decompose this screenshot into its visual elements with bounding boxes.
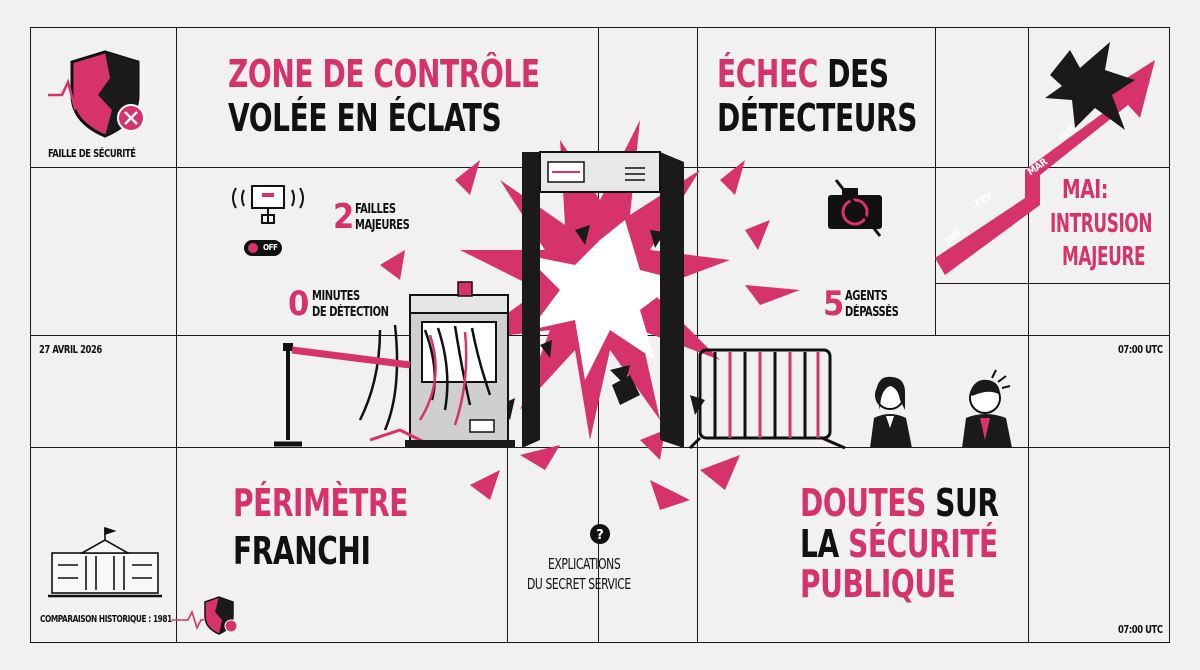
question-line-2: DU SECRET SERVICE — [527, 575, 631, 593]
agent-man-icon — [962, 369, 1012, 448]
stat-label-line-1: AGENTS — [845, 289, 888, 304]
explosion-white-core — [525, 220, 680, 380]
headline-4-line-3: PUBLIQUE — [800, 562, 956, 606]
stat-label-line-1: FAILLES — [355, 202, 396, 217]
alarm-off-icon — [232, 185, 304, 256]
camera-disabled-icon — [828, 179, 882, 237]
headline-4-pink-word-2: SÉCURITÉ — [848, 522, 998, 566]
white-house-icon — [48, 526, 162, 598]
grid-line — [507, 447, 509, 643]
timeline-result-line-3: MAJEURE — [1062, 242, 1146, 272]
headline-4-pink-word: DOUTES — [800, 481, 926, 525]
headline-2-line-1: ÉCHEC DES — [717, 53, 889, 95]
question-icon: ? — [590, 524, 610, 544]
comparison-shield-icon — [172, 596, 238, 635]
stat-value: 0 — [288, 284, 309, 324]
headline-2-rest: DES — [827, 52, 889, 96]
metal-detector-icon — [522, 151, 684, 448]
headline-4-rest: SUR — [935, 481, 999, 525]
stanchion-icon — [274, 343, 411, 447]
headline-2-pink-word: ÉCHEC — [717, 52, 818, 96]
stat-label-line-2: MAJEURES — [355, 218, 410, 233]
grid-line — [30, 447, 1170, 449]
headline-4-line-1: DOUTES SUR — [800, 482, 999, 524]
headline-4-line-2: LA SÉCURITÉ — [800, 523, 998, 565]
grid-line — [1028, 27, 1030, 643]
grid-line — [935, 27, 937, 335]
time-label-bottom: 07:00 UTC — [1118, 623, 1163, 636]
stat-label-line-2: DE DÉTECTION — [312, 305, 389, 320]
headline-1-line-1: ZONE DE CONTRÔLE — [228, 52, 540, 96]
comparison-label: COMPARAISON HISTORIQUE : 1981 — [40, 614, 172, 625]
headline-2-line-2: DÉTECTEURS — [717, 96, 918, 140]
stat-label-line-2: DÉPASSÉS — [845, 305, 899, 320]
question-line-1: EXPLICATIONS — [548, 555, 621, 573]
agent-woman-icon — [870, 376, 912, 448]
stat-label-line-1: MINUTES — [312, 289, 360, 304]
stat-value: 5 — [823, 284, 844, 324]
svg-text:?: ? — [596, 528, 604, 543]
badge-label: FAILLE DE SÉCURITÉ — [48, 147, 136, 160]
headline-4-prefix: LA — [800, 522, 839, 566]
grid-line — [935, 283, 1170, 285]
time-label: 07:00 UTC — [1118, 343, 1163, 356]
date-label: 27 AVRIL 2026 — [39, 343, 102, 356]
headline-3-line-2: FRANCHI — [233, 529, 371, 573]
shield-broken-icon — [48, 50, 145, 138]
grid-line — [176, 27, 178, 643]
headline-3-line-1: PÉRIMÈTRE — [233, 481, 408, 525]
timeline-arrow-icon — [935, 42, 1155, 275]
timeline-result-line-2: INTRUSION — [1050, 209, 1153, 239]
timeline-result-line-1: MAI: — [1062, 175, 1108, 205]
grid-line — [697, 27, 699, 643]
headline-1-line-2: VOLÉE EN ÉCLATS — [228, 96, 502, 140]
alarm-state-label: OFF — [263, 243, 278, 252]
xray-scanner-icon — [358, 281, 515, 448]
barrier-fence-icon — [688, 348, 846, 450]
stat-value: 2 — [333, 197, 354, 237]
